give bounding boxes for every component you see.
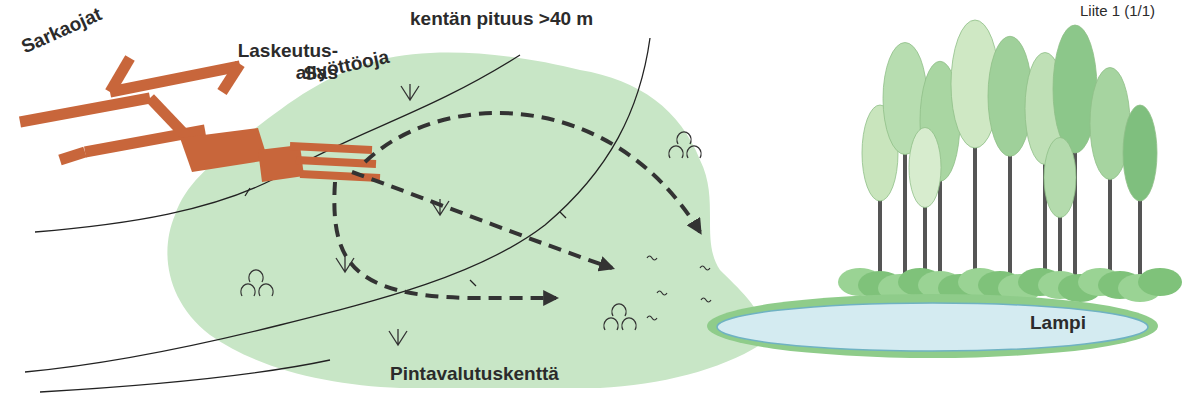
feeder-ditch (290, 146, 372, 150)
wet-symbol (700, 266, 710, 270)
field-ditches-label: Sarkaojat (18, 3, 105, 58)
contour-line (35, 55, 520, 232)
wet-symbol (657, 291, 667, 295)
ditch (60, 152, 85, 160)
grass-symbol (336, 256, 354, 272)
tree-crown (1044, 138, 1076, 218)
flow-arrow (352, 172, 612, 268)
ditch (222, 64, 240, 92)
contour-line (40, 360, 330, 392)
pond-shape (705, 288, 1160, 360)
wet-symbol (701, 298, 711, 302)
grass-symbol (389, 329, 407, 345)
ditch (20, 98, 150, 122)
field-label: Pintavalutuskenttä (390, 363, 559, 385)
feeder-ditch (300, 174, 380, 178)
shrub-symbol (669, 132, 701, 158)
field-length-label: kentän pituus >40 m (410, 8, 593, 30)
page-annex-number: Liite 1 (1/1) (1080, 2, 1155, 19)
flow-arrow (365, 113, 700, 232)
ditch (110, 58, 130, 92)
grass-symbol (401, 84, 419, 100)
pond: Lampi (705, 288, 1160, 360)
runoff-field: Pintavalutuskenttä (150, 40, 770, 390)
settling-basin (180, 128, 268, 172)
contour-tick (560, 212, 566, 218)
flow-arrow (334, 182, 556, 298)
field-area (167, 53, 763, 388)
tree-crown (1123, 105, 1157, 201)
shrub-symbol (604, 304, 636, 330)
shrub-symbol (241, 270, 273, 296)
bush (1138, 268, 1182, 296)
pond-water (717, 303, 1148, 351)
grass-symbol (431, 199, 449, 215)
contour-tick (245, 188, 250, 196)
pond-label: Lampi (1030, 312, 1086, 334)
runoff-field-shape (150, 40, 770, 390)
contour-tick (470, 280, 476, 286)
contour-line (25, 38, 650, 372)
wet-symbol (647, 256, 657, 260)
pond-rim (707, 294, 1158, 358)
ditch (150, 98, 190, 140)
trees (838, 20, 1182, 302)
wet-symbol (647, 316, 657, 320)
tree-crown (909, 128, 941, 208)
